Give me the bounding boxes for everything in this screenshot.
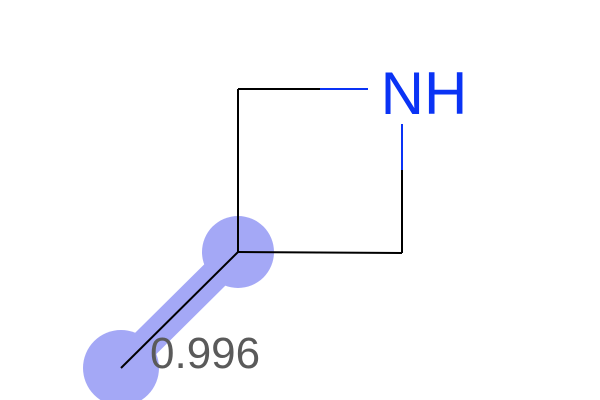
- bond-c3-c5: [120, 251, 239, 369]
- atom-label-nitrogen: NH: [381, 60, 468, 127]
- bonds: [120, 88, 403, 369]
- atom-score-label: 0.996: [150, 329, 260, 378]
- highlight-atom-c5: [83, 330, 159, 400]
- bond-c4-c3: [237, 251, 403, 254]
